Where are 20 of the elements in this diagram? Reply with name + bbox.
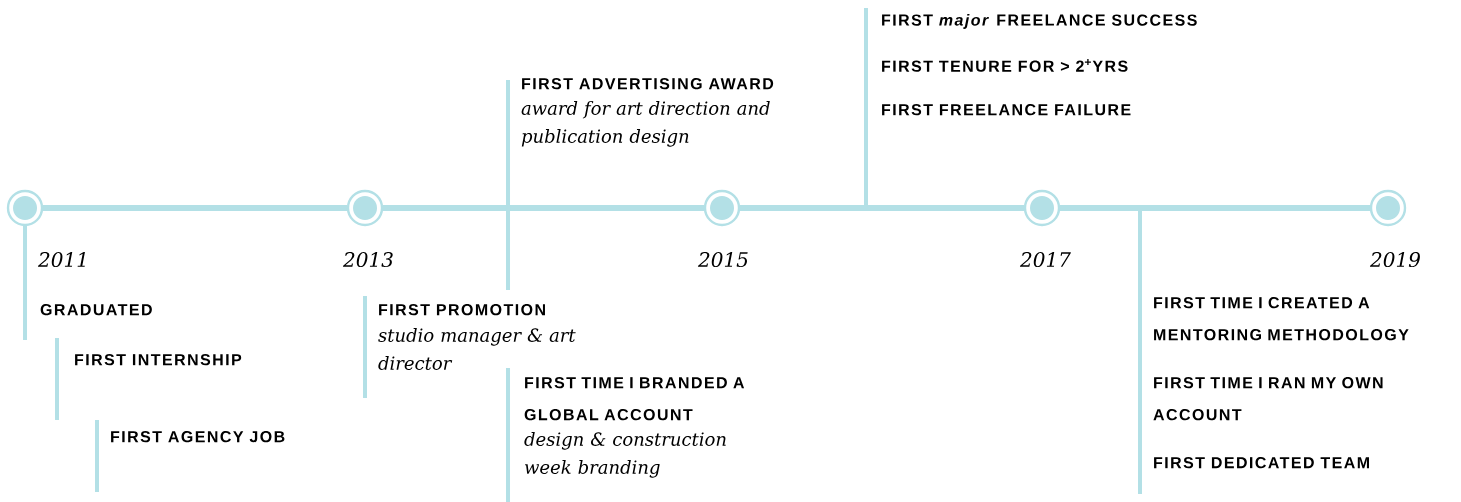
event-heading: FIRST TIME I BRANDED A GLOBAL ACCOUNT <box>524 377 745 421</box>
event-detail: award for art direction and publication design <box>521 101 770 147</box>
event-heading: FIRST ADVERTISING AWARD <box>522 78 774 90</box>
year-label: 2019 <box>1369 251 1420 268</box>
event-heading: FIRST DEDICATED TEAM <box>1154 457 1369 469</box>
event-heading: FIRST INTERNSHIP <box>75 354 242 366</box>
year-label: 2017 <box>1019 251 1071 268</box>
event-heading: FIRST AGENCY JOB <box>111 431 285 443</box>
event-heading: FIRST major FREELANCE SUCCESS <box>882 14 1197 29</box>
year-label: 2011 <box>37 251 85 268</box>
event-heading: FIRST TIME I RAN MY OWN ACCOUNT <box>1153 377 1383 421</box>
event-heading: FIRST PROMOTION <box>379 304 545 316</box>
event-detail: studio manager & art director <box>378 328 576 370</box>
event-heading: FIRST FREELANCE FAILURE <box>882 104 1131 116</box>
event-heading: FIRST TIME I CREATED A MENTORING METHODOLOGY <box>1154 297 1409 341</box>
event-heading: FIRST TENURE FOR > 2$^{+}$YRS <box>882 58 1128 72</box>
event-heading: GRADUATED <box>40 304 152 316</box>
event-detail: design & construction week branding <box>524 432 726 478</box>
year-label: 2013 <box>342 251 393 268</box>
year-label: 2015 <box>697 251 748 268</box>
